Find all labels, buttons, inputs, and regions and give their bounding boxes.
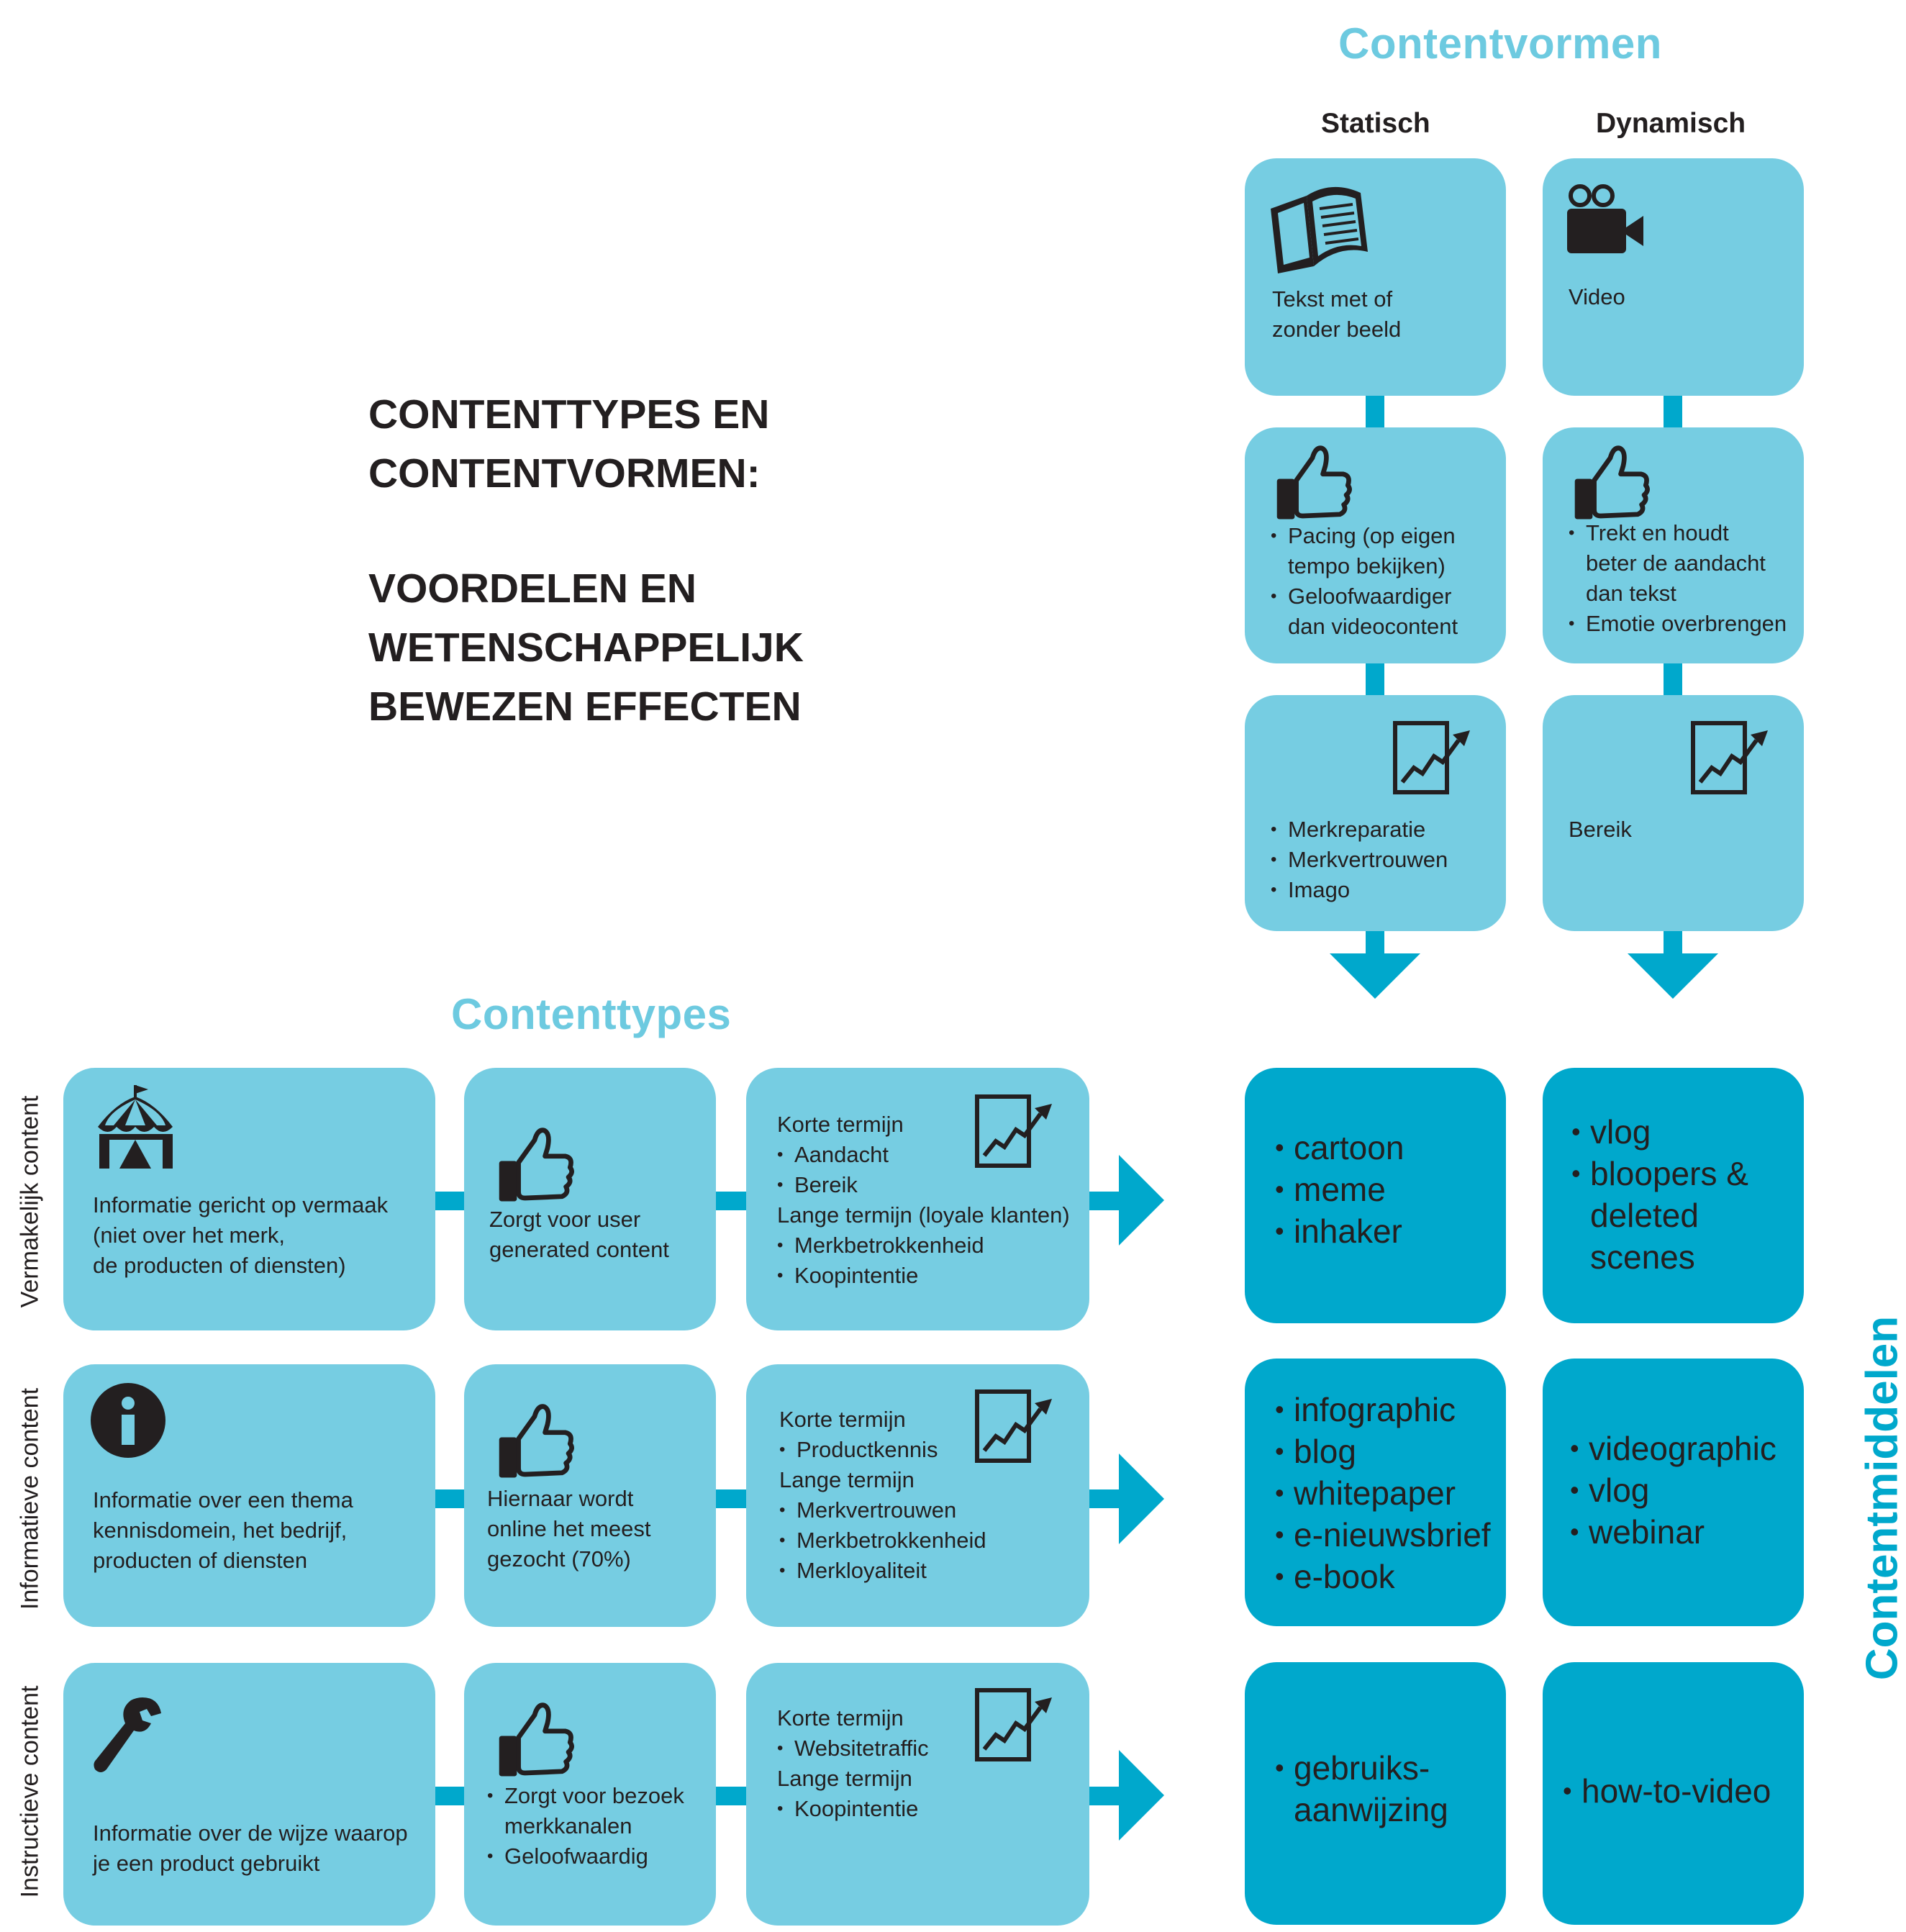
middelen-list: vlog bloopers & deleted scenes (1571, 1111, 1748, 1278)
middelen-list: gebruiks- aanwijzing (1275, 1747, 1448, 1831)
thumbs-up-icon (499, 1128, 574, 1202)
column-heading-statisch: Statisch (1321, 108, 1430, 139)
contentvormen-heading: Contentvormen (1338, 19, 1662, 68)
middelen-box-dynamisch-informatief: videographic vlog webinar (1543, 1359, 1804, 1626)
connector (712, 1787, 748, 1805)
middelen-list: cartoon meme inhaker (1275, 1127, 1404, 1252)
advantage-text: Zorgt voor user generated content (489, 1207, 669, 1262)
info-box-informatief: Informatie over een thema kennisdomein, … (63, 1364, 435, 1627)
advantage-list: Zorgt voor bezoek merkkanalen Geloofwaar… (487, 1781, 684, 1872)
connector (712, 1192, 748, 1210)
middelen-box-dynamisch-vermakelijk: vlog bloopers & deleted scenes (1543, 1068, 1804, 1323)
effects-box-instructief: Korte termijn Websitetraffic Lange termi… (746, 1663, 1089, 1926)
effects-box-informatief: Korte termijn Productkennis Lange termij… (746, 1364, 1089, 1627)
info-box-instructief: Informatie over de wijze waarop je een p… (63, 1663, 435, 1926)
arrow-right-icon (1119, 1453, 1164, 1544)
growth-chart-icon (1691, 721, 1768, 794)
thumbs-up-icon (1574, 445, 1650, 520)
column-heading-dynamisch: Dynamisch (1596, 108, 1746, 139)
advantage-box-instructief: Zorgt voor bezoek merkkanalen Geloofwaar… (464, 1663, 716, 1926)
row-label-vermakelijk: Vermakelijk content (16, 1095, 44, 1308)
advantages-box-statisch: Pacing (op eigen tempo bekijken) Geloofw… (1245, 427, 1506, 663)
contentmiddelen-label: Contentmiddelen (1857, 1315, 1906, 1681)
effects-text: Korte termijn Websitetraffic Lange termi… (777, 1703, 929, 1824)
advantages-box-dynamisch: Trekt en houdt beter de aandacht dan tek… (1543, 427, 1804, 663)
connector (1086, 1192, 1119, 1210)
advantage-box-informatief: Hiernaar wordt online het meest gezocht … (464, 1364, 716, 1627)
wrench-icon (94, 1697, 161, 1772)
title-line: CONTENTTYPES EN (368, 391, 770, 437)
effects-list: Merkreparatie Merkvertrouwen Imago (1271, 815, 1448, 905)
book-icon (1271, 186, 1368, 273)
form-box-dynamisch: Video (1543, 158, 1804, 396)
advantage-box-vermakelijk: Zorgt voor user generated content (464, 1068, 716, 1330)
middelen-box-dynamisch-instructief: how-to-video (1543, 1662, 1804, 1925)
effects-text: Korte termijn Productkennis Lange termij… (779, 1405, 986, 1586)
arrow-down-icon (1628, 953, 1718, 999)
effects-box-vermakelijk: Korte termijn Aandacht Bereik Lange term… (746, 1068, 1089, 1330)
middelen-box-statisch-instructief: gebruiks- aanwijzing (1245, 1662, 1506, 1925)
middelen-list: infographic blog whitepaper e-nieuwsbrie… (1275, 1389, 1491, 1597)
connector (1086, 1787, 1119, 1805)
info-text: Informatie over een thema kennisdomein, … (93, 1487, 353, 1573)
thumbs-up-icon (499, 1702, 574, 1777)
contenttypes-heading: Contenttypes (451, 990, 732, 1038)
connector (432, 1192, 468, 1210)
info-text: Informatie gericht op vermaak (niet over… (93, 1192, 389, 1278)
form-box-statisch: Tekst met of zonder beeld (1245, 158, 1506, 396)
connector (432, 1787, 468, 1805)
connector (712, 1489, 748, 1508)
middelen-list: videographic vlog webinar (1570, 1428, 1776, 1553)
row-label-instructief: Instructieve content (16, 1685, 44, 1898)
effects-box-dynamisch: Bereik (1543, 695, 1804, 931)
video-camera-icon (1567, 184, 1643, 253)
connector (432, 1489, 468, 1508)
growth-chart-icon (1393, 721, 1470, 794)
info-icon (91, 1383, 165, 1458)
growth-chart-icon (975, 1389, 1052, 1463)
info-text: Informatie over de wijze waarop je een p… (93, 1820, 408, 1876)
form-label: Tekst met of zonder beeld (1272, 286, 1402, 342)
arrow-right-icon (1119, 1750, 1164, 1841)
thumbs-up-icon (499, 1404, 574, 1478)
middelen-list: how-to-video (1563, 1770, 1771, 1812)
middelen-box-statisch-informatief: infographic blog whitepaper e-nieuwsbrie… (1245, 1359, 1506, 1626)
connector (1086, 1489, 1119, 1508)
form-label: Video (1569, 284, 1625, 309)
title-line: CONTENTVORMEN: (368, 450, 761, 496)
row-label-informatief: Informatieve content (16, 1387, 44, 1610)
circus-tent-icon (98, 1085, 173, 1169)
title-line: BEWEZEN EFFECTEN (368, 684, 802, 730)
info-box-vermakelijk: Informatie gericht op vermaak (niet over… (63, 1068, 435, 1330)
page-title: CONTENTTYPES EN CONTENTVORMEN: VOORDELEN… (368, 385, 804, 736)
effects-list: Bereik (1569, 817, 1632, 842)
advantages-list: Trekt en houdt beter de aandacht dan tek… (1569, 518, 1787, 639)
advantages-list: Pacing (op eigen tempo bekijken) Geloofw… (1271, 521, 1458, 642)
title-line: VOORDELEN EN (368, 566, 697, 612)
thumbs-up-icon (1276, 445, 1352, 520)
middelen-box-statisch-vermakelijk: cartoon meme inhaker (1245, 1068, 1506, 1323)
arrow-right-icon (1119, 1155, 1164, 1246)
effects-text: Korte termijn Aandacht Bereik Lange term… (777, 1110, 1070, 1291)
arrow-down-icon (1330, 953, 1420, 999)
title-line: WETENSCHAPPELIJK (368, 625, 804, 671)
effects-box-statisch: Merkreparatie Merkvertrouwen Imago (1245, 695, 1506, 931)
advantage-text: Hiernaar wordt online het meest gezocht … (487, 1486, 651, 1572)
growth-chart-icon (975, 1688, 1052, 1761)
